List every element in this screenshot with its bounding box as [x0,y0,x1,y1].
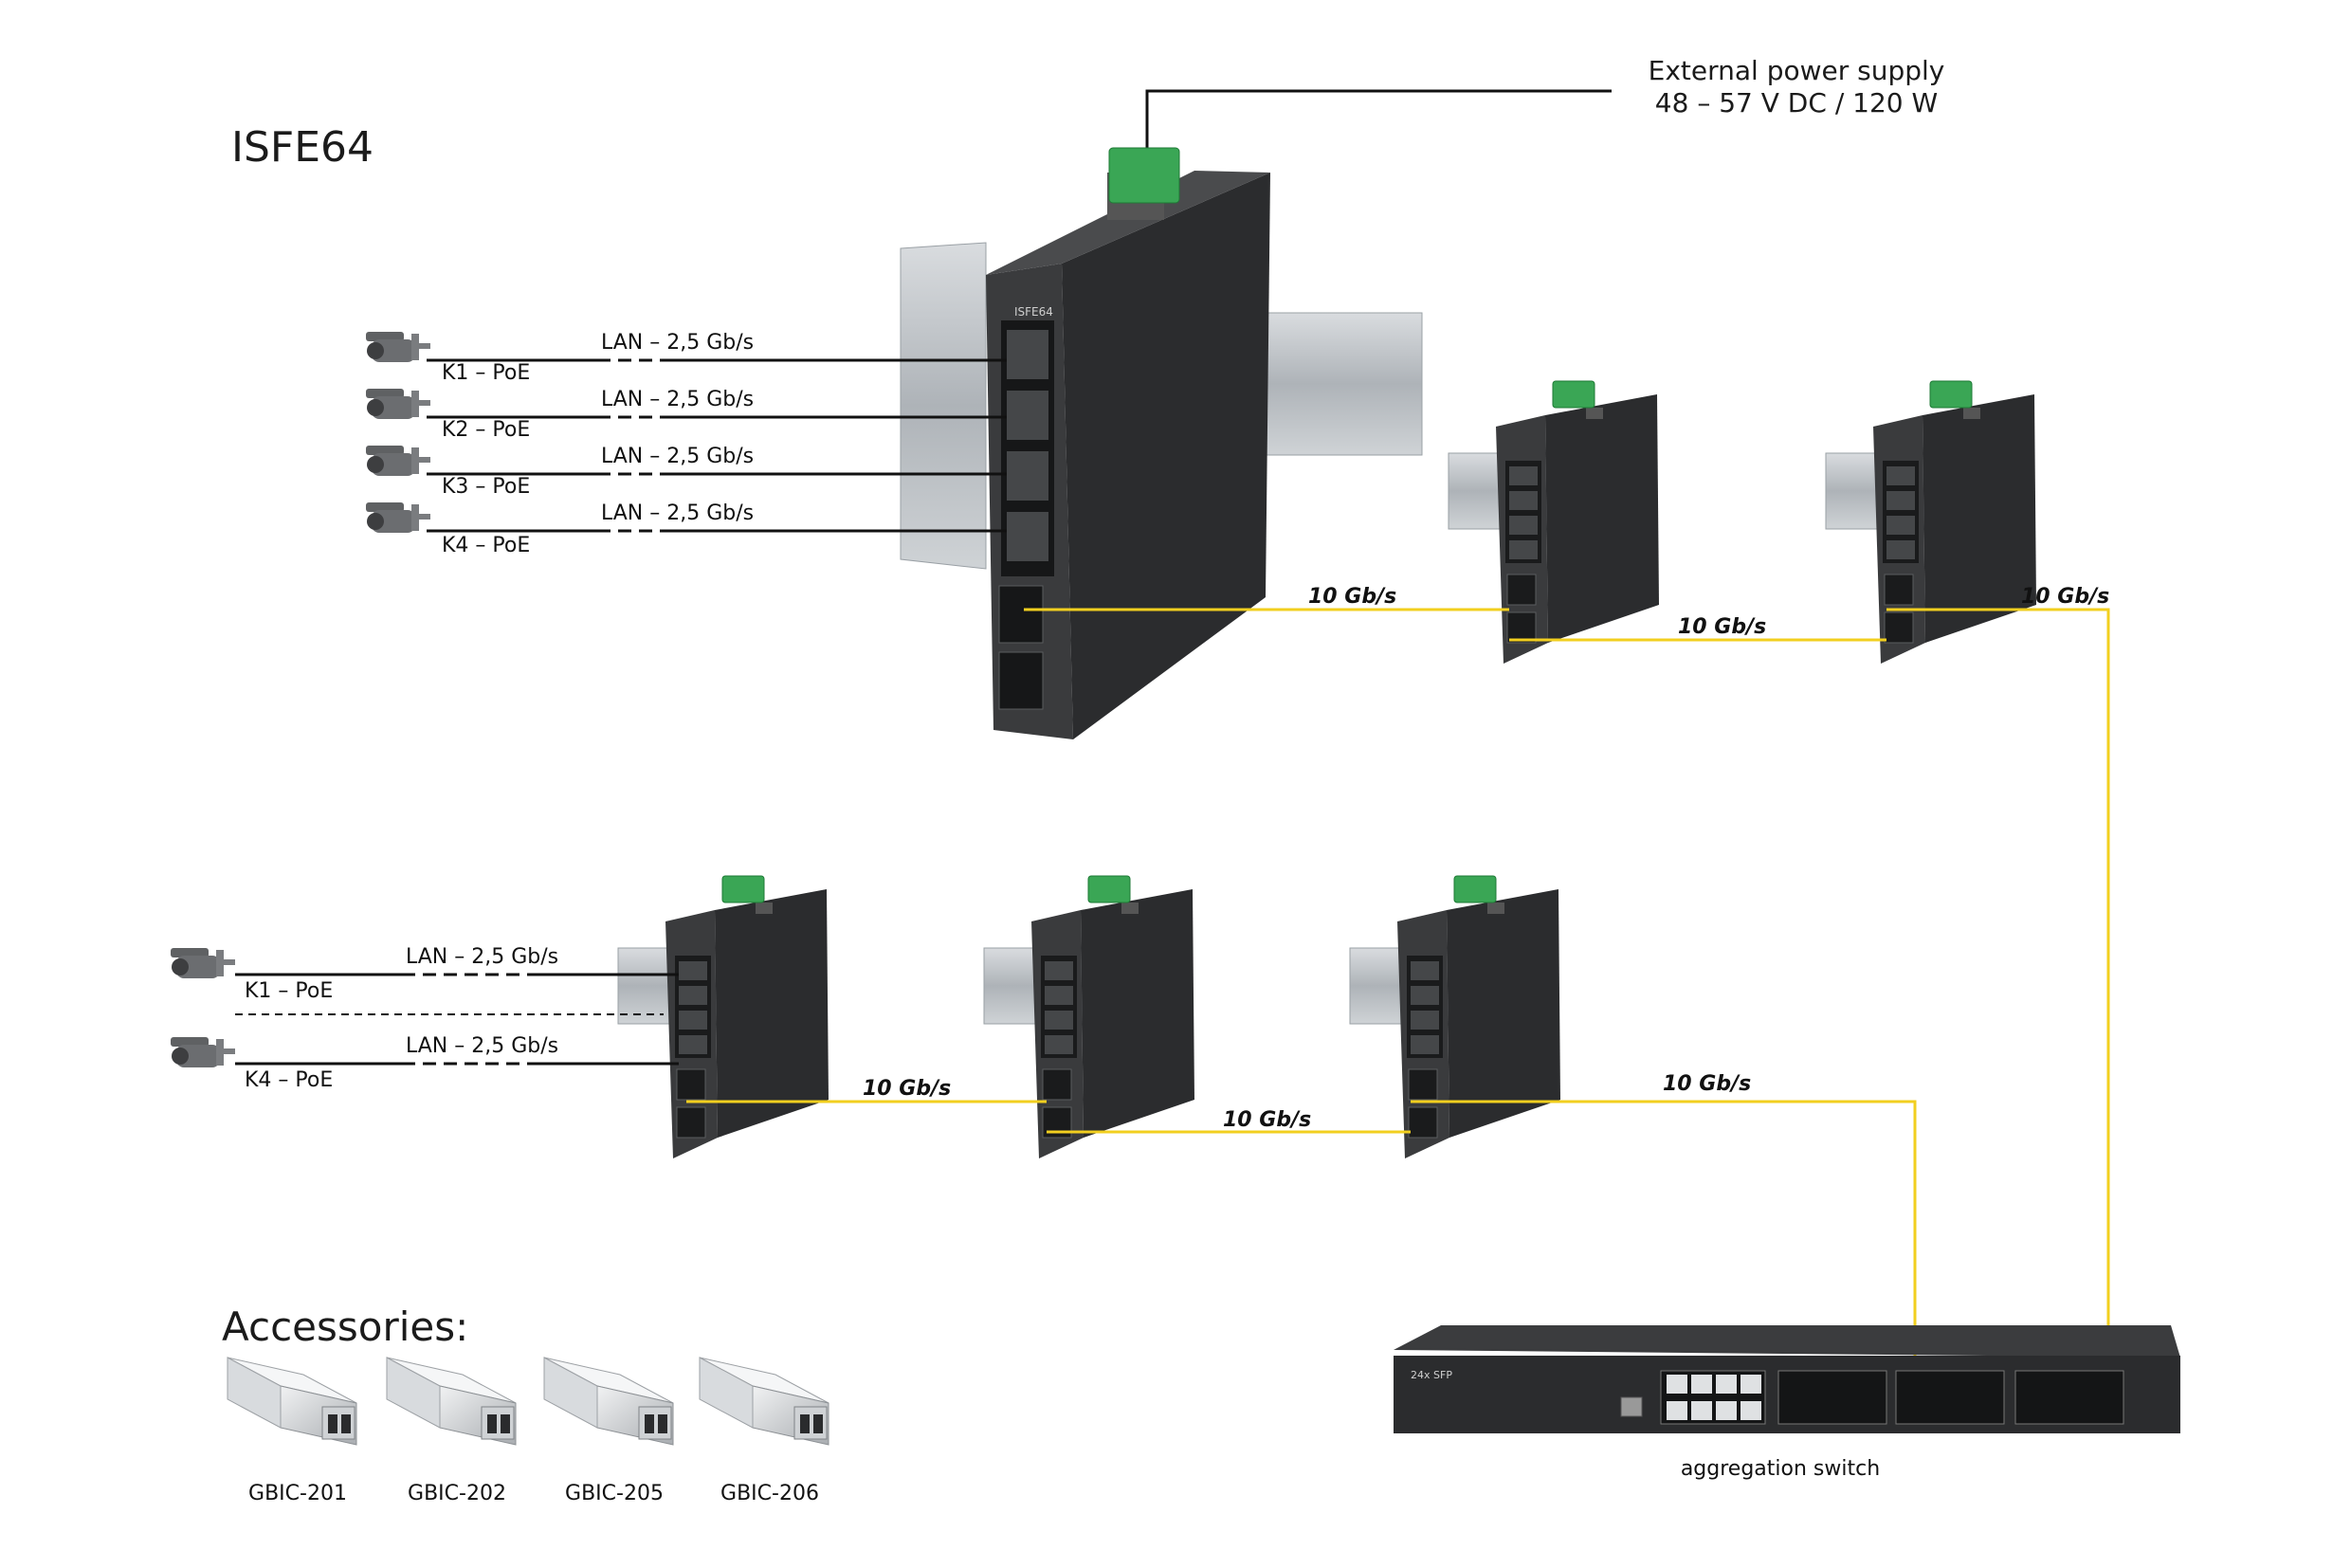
aggregation-switch: 24x SFP [1394,1325,2180,1433]
top-switch-2 [1448,380,1660,665]
camera-label: K1 – PoE [442,361,530,385]
sfp-module-icon [227,1357,357,1446]
accessory-label: GBIC-201 [248,1482,347,1505]
fiber-link-label: 10 Gb/s [1663,1072,1751,1096]
main-switch-isfe64: ISFE64 [900,147,1423,739]
camera-label: K3 – PoE [442,475,530,499]
lan-link-label: LAN – 2,5 Gb/s [601,501,754,525]
camera-label: K4 – PoE [442,534,530,557]
top-cameras: LAN – 2,5 Gb/s K1 – PoE LAN – 2,5 Gb/s K… [366,331,1007,557]
power-supply-spec: 48 – 57 V DC / 120 W [1655,87,1938,119]
camera-label: K4 – PoE [245,1068,333,1092]
sfp-module-icon [699,1357,829,1446]
lan-link-label: LAN – 2,5 Gb/s [601,388,754,411]
camera-icon [366,502,430,533]
camera-label: K2 – PoE [442,418,530,442]
bottom-switch-1 [617,875,829,1159]
lan-link-label: LAN – 2,5 Gb/s [406,945,558,969]
camera-icon [366,332,430,362]
lan-link-label: LAN – 2,5 Gb/s [406,1034,558,1058]
camera-icon [171,1037,235,1067]
aggregation-switch-label: aggregation switch [1681,1457,1880,1481]
fiber-link-label: 10 Gb/s [1308,585,1396,609]
fiber-link-label: 10 Gb/s [1678,615,1766,639]
aggregation-panel-label: 24x SFP [1411,1369,1452,1381]
camera-icon [366,389,430,419]
sfp-module-icon [386,1357,517,1446]
accessory-label: GBIC-206 [720,1482,819,1505]
diagram-title: ISFE64 [231,123,374,172]
lan-link-label: LAN – 2,5 Gb/s [601,445,754,468]
camera-icon [366,446,430,476]
fiber-link-label: 10 Gb/s [863,1077,951,1101]
main-switch-label: ISFE64 [1014,305,1053,319]
fiber-link-label: 10 Gb/s [2021,585,2109,609]
power-cable [1145,89,1612,163]
accessory-label: GBIC-205 [565,1482,664,1505]
sfp-module-icon [543,1357,674,1446]
bottom-fiber-links [686,1100,1917,1375]
camera-icon [171,948,235,978]
bottom-cameras: LAN – 2,5 Gb/s K1 – PoE LAN – 2,5 Gb/s K… [171,945,679,1092]
top-switch-3 [1825,380,2037,665]
power-supply-label: External power supply [1649,55,1945,86]
top-fiber-links [1024,608,2110,1375]
accessories-title: Accessories: [222,1304,468,1350]
bottom-switch-3 [1349,875,1561,1159]
bottom-switch-2 [983,875,1195,1159]
accessory-label: GBIC-202 [408,1482,506,1505]
fiber-link-label: 10 Gb/s [1223,1108,1311,1132]
lan-link-label: LAN – 2,5 Gb/s [601,331,754,355]
camera-label: K1 – PoE [245,979,333,1003]
